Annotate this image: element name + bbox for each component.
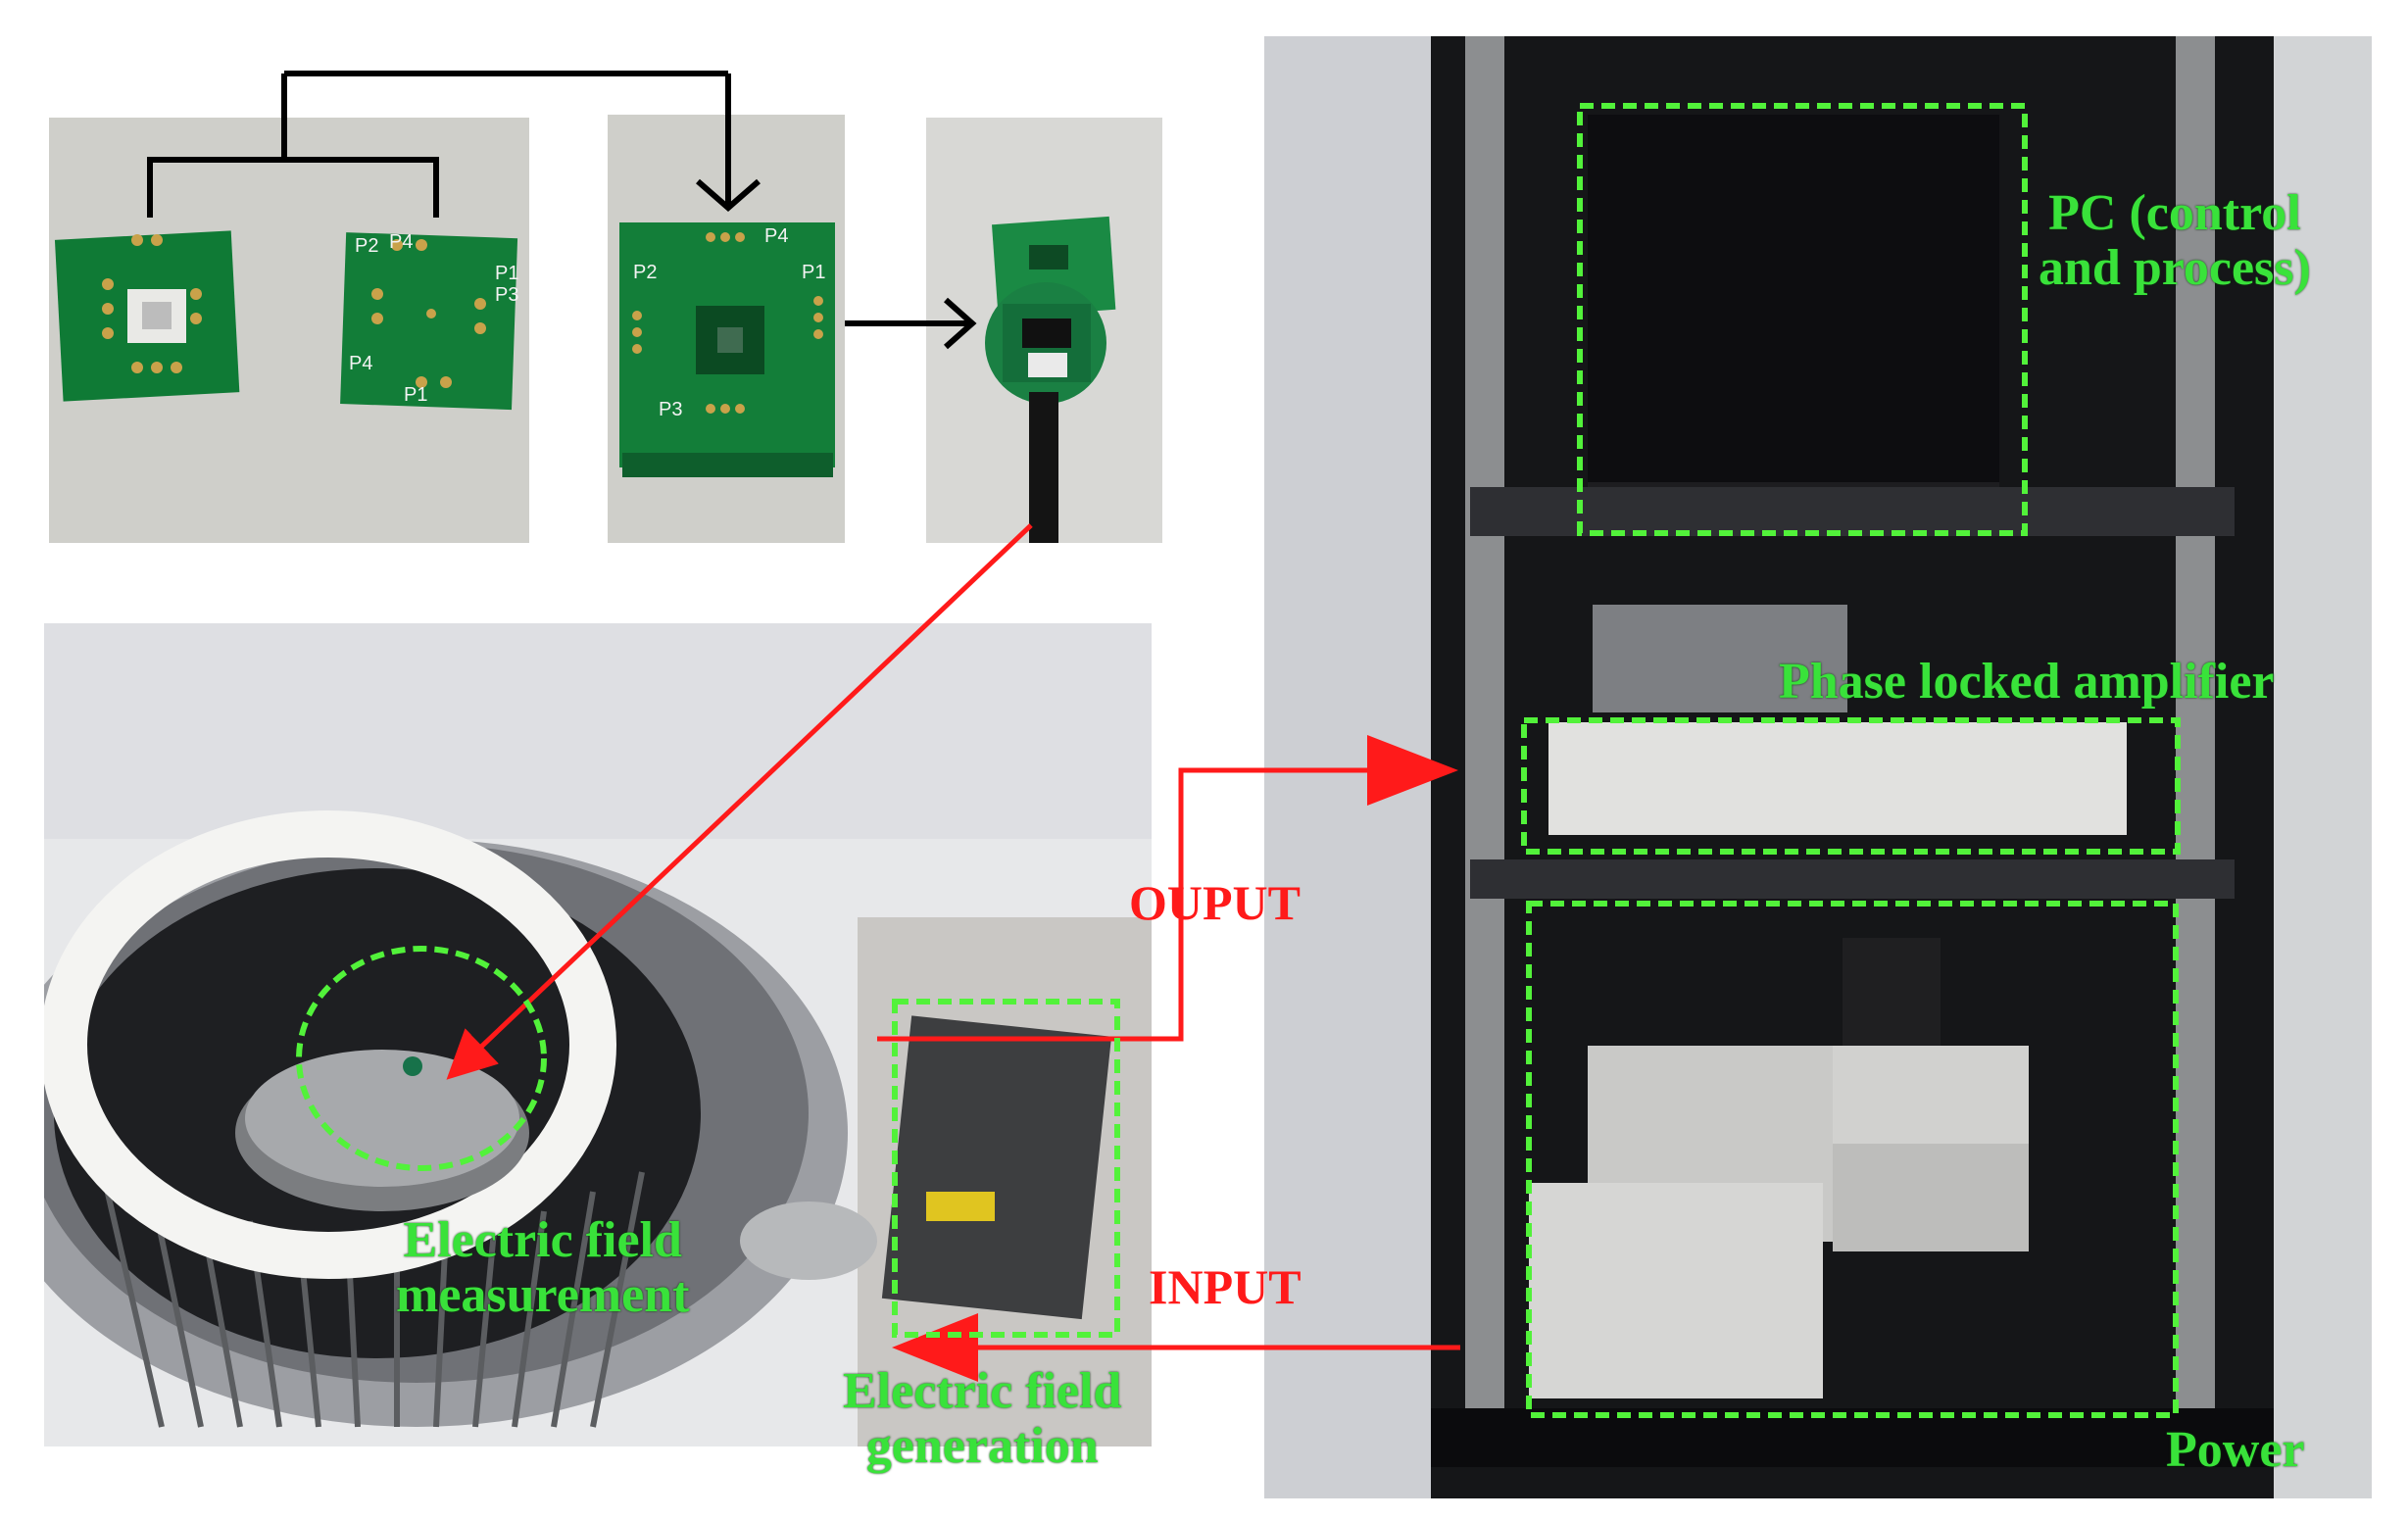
input-arrow bbox=[892, 1313, 1460, 1382]
pc-label-line2: and process) bbox=[2039, 240, 2311, 297]
pcb-marking: P1 bbox=[404, 384, 428, 406]
pc-label-line1: PC (control bbox=[2048, 185, 2301, 241]
field-measurement-line2: measurement bbox=[396, 1267, 690, 1324]
field-generation-line1: Electric field bbox=[843, 1363, 1122, 1419]
pc-dashed-box bbox=[1577, 103, 2028, 536]
pcb-photo-1-image bbox=[49, 118, 529, 543]
pc-label: PC (control and process) bbox=[2039, 185, 2311, 297]
pcb-marking: P1 bbox=[495, 263, 519, 284]
generator-dashed-box bbox=[892, 999, 1120, 1338]
pcb-marking: P1 bbox=[802, 262, 826, 283]
pcb-marking: P2 bbox=[355, 235, 379, 257]
lockin-label: Phase locked amplifier bbox=[1779, 654, 2275, 710]
measurement-dashed-circle bbox=[296, 946, 547, 1171]
pcb-marking: P3 bbox=[659, 399, 683, 420]
pcb-marking: P4 bbox=[389, 231, 414, 253]
pcb-marking: P4 bbox=[764, 225, 789, 247]
pcb-marking: P3 bbox=[495, 284, 519, 306]
pcb-connector-lines bbox=[147, 71, 977, 350]
output-arrow bbox=[877, 735, 1458, 1042]
field-generation-label: Electric field generation bbox=[843, 1363, 1122, 1475]
pcb-marking: P4 bbox=[349, 353, 373, 374]
pcb-photo-1 bbox=[49, 118, 529, 543]
chamber-photo bbox=[44, 623, 1152, 1446]
lockin-dashed-box bbox=[1521, 717, 2181, 855]
field-generation-line2: generation bbox=[865, 1418, 1099, 1475]
chamber-photo-image bbox=[44, 623, 1152, 1446]
input-label: INPUT bbox=[1149, 1259, 1302, 1314]
power-dashed-box bbox=[1526, 901, 2179, 1418]
power-label: Power bbox=[2166, 1422, 2305, 1478]
probe-location-arrow bbox=[446, 523, 1033, 1080]
pcb-marking: P2 bbox=[633, 262, 658, 283]
field-measurement-line1: Electric field bbox=[403, 1212, 682, 1268]
field-measurement-label: Electric field measurement bbox=[396, 1212, 690, 1324]
output-label: OUPUT bbox=[1129, 875, 1301, 930]
